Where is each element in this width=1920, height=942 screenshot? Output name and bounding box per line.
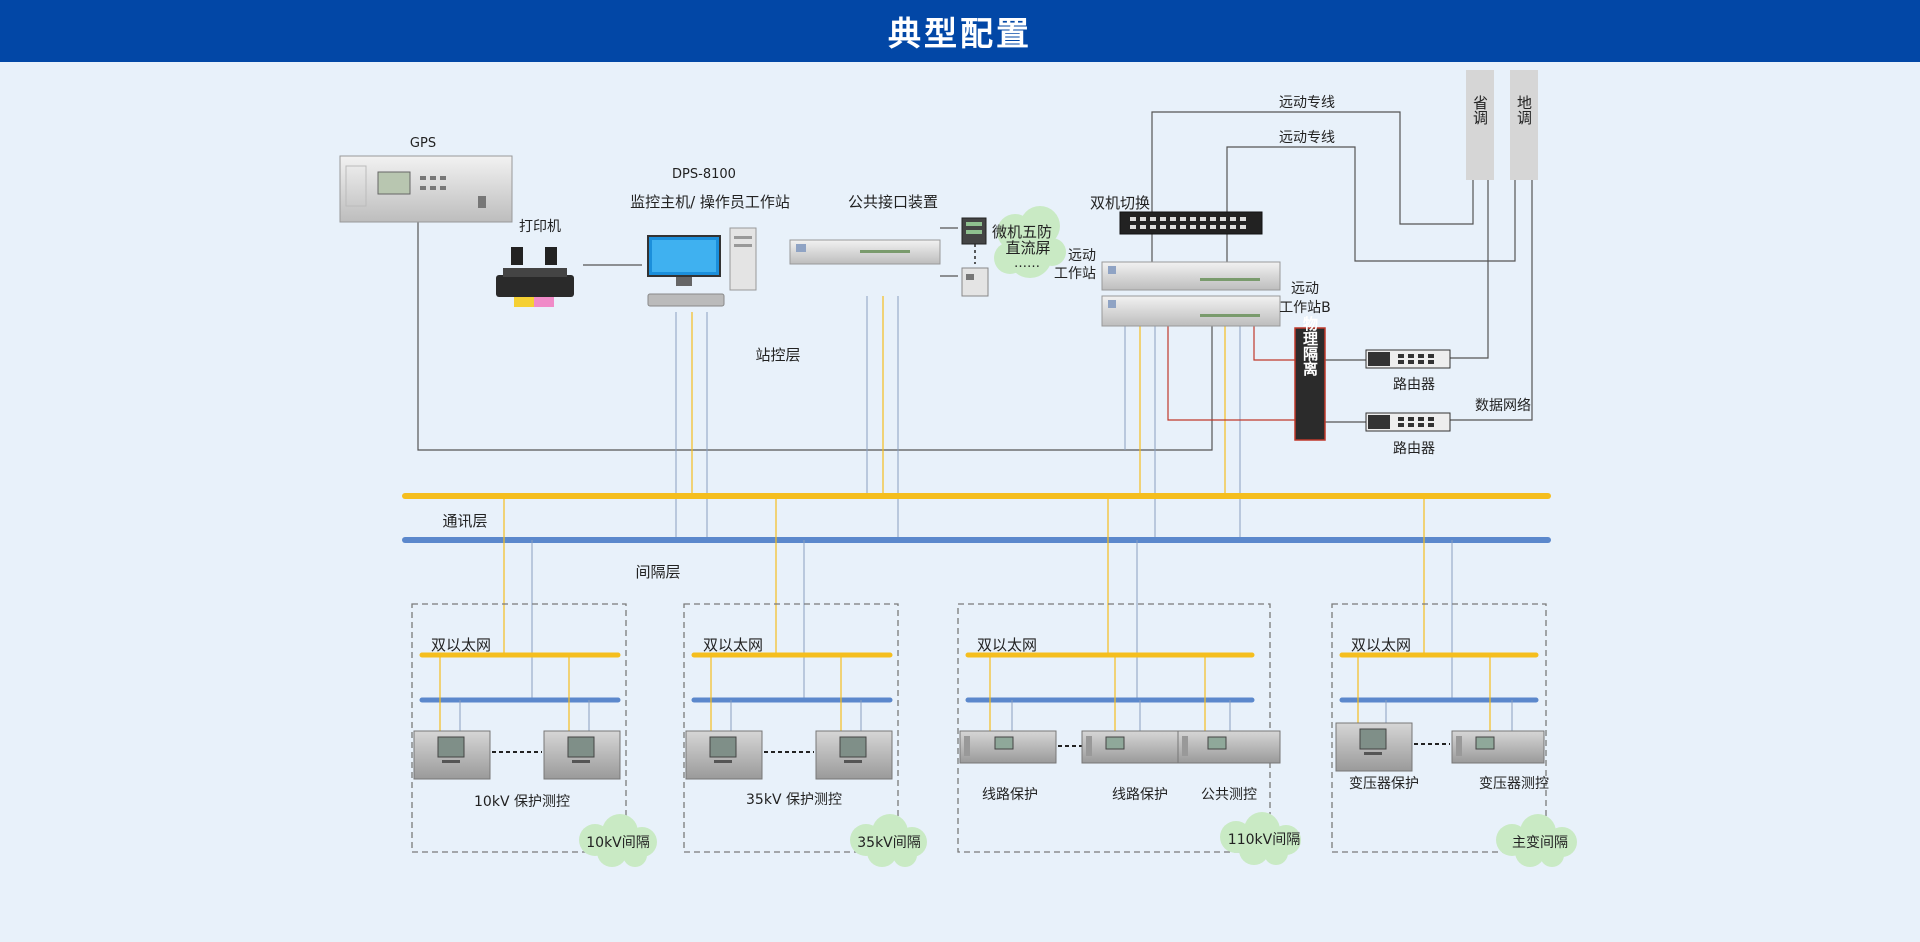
bay-110kv-device-label-1: 线路保护 <box>982 787 1038 803</box>
bay-10kv-ethernet-label: 双以太网 <box>431 636 491 654</box>
bay-main-device-label-2: 变压器测控 <box>1479 776 1549 792</box>
remote-line-1-path <box>1151 111 1474 262</box>
router-2-device <box>1365 412 1451 432</box>
public-interface-device <box>789 239 941 265</box>
bay-main-transformer: 双以太网 变压器保护 变压器测控 主变间隔 <box>1331 603 1577 867</box>
wufang-device-icon <box>961 217 987 245</box>
network-diagram: GPS 打印机 DPS-8100 监控主机/ 操作员工作站 公共接口装置 <box>339 70 1577 867</box>
router-1-label: 路由器 <box>1393 377 1435 393</box>
router-1-device <box>1365 349 1451 369</box>
bay-10kv-relay-2 <box>543 730 621 780</box>
comm-layer-label: 通讯层 <box>442 512 487 530</box>
wufang-label: 微机五防 <box>992 223 1052 241</box>
bay-35kv: 双以太网 35kV 保护测控 35kV间隔 <box>683 603 927 867</box>
physical-isolation-device: 物理隔离 <box>1294 315 1326 441</box>
page-header: 典型配置 <box>0 0 1920 62</box>
workstation-computer-icon <box>647 227 757 307</box>
bay-110kv-device-label-2: 线路保护 <box>1112 787 1168 803</box>
bay-110kv-line-protection-2 <box>1081 730 1179 764</box>
gps-link-line <box>417 222 1213 451</box>
bay-main-transformer-protection <box>1335 722 1413 772</box>
bay-110kv-cloud <box>1220 812 1301 865</box>
bay-110kv-line-protection-1 <box>959 730 1057 764</box>
regional-dispatch-label: 地调 <box>1515 95 1533 126</box>
connection-lines <box>417 111 1533 540</box>
physical-isolation-label: 物理隔离 <box>1301 315 1319 377</box>
bay-35kv-cloud-label: 35kV间隔 <box>857 835 921 851</box>
bay-main-ethernet-label: 双以太网 <box>1351 636 1411 654</box>
remote-a-label-1: 远动 <box>1068 248 1096 264</box>
bay-35kv-cloud <box>850 814 927 867</box>
provincial-dispatch-label: 省调 <box>1471 95 1489 126</box>
bay-main-device-label-1: 变压器保护 <box>1349 776 1419 792</box>
bay-35kv-relay-1 <box>685 730 763 780</box>
bay-main-transformer-measure <box>1451 730 1545 764</box>
dual-switch-label: 双机切换 <box>1090 194 1150 212</box>
bay-35kv-device-label: 35kV 保护测控 <box>746 792 842 808</box>
wufang-cloud <box>994 206 1066 278</box>
bay-35kv-relay-2 <box>815 730 893 780</box>
bay-110kv-common-measure <box>1177 730 1281 764</box>
provincial-dispatch-box: 省调 <box>1466 70 1494 180</box>
ellipsis-label: …… <box>1014 256 1040 271</box>
remote-line-1-label: 远动专线 <box>1279 95 1335 111</box>
remote-a-label-2: 工作站 <box>1054 266 1096 282</box>
bay-110kv: 双以太网 线路保护 线路保护 公共测控 <box>957 603 1301 865</box>
bay-10kv: 双以太网 10kV 保护测控 10kV间隔 <box>411 603 657 867</box>
bay-35kv-ethernet-label: 双以太网 <box>703 636 763 654</box>
bay-10kv-device-label: 10kV 保护测控 <box>474 794 570 810</box>
dc-panel-label: 直流屏 <box>1005 239 1050 257</box>
bay-110kv-cloud-label: 110kV间隔 <box>1228 832 1300 848</box>
gps-device <box>339 155 513 223</box>
dual-switch-device <box>1119 211 1263 235</box>
bay-10kv-cloud <box>579 814 657 867</box>
remote-b-label-1: 远动 <box>1291 281 1319 297</box>
remote-line-2-label: 远动专线 <box>1279 130 1335 146</box>
bay-layer-label: 间隔层 <box>635 563 680 581</box>
host-label: 监控主机/ 操作员工作站 <box>630 193 790 211</box>
remote-workstation-a-device <box>1101 261 1281 291</box>
bay-main-cloud-label: 主变间隔 <box>1512 835 1568 851</box>
bay-10kv-cloud-label: 10kV间隔 <box>586 835 650 851</box>
bay-main-cloud <box>1496 814 1577 867</box>
page-title: 典型配置 <box>888 14 1032 53</box>
bay-110kv-ethernet-label: 双以太网 <box>977 636 1037 654</box>
bay-110kv-device-label-3: 公共测控 <box>1201 787 1257 803</box>
printer-label: 打印机 <box>519 218 561 235</box>
remote-workstation-b-device <box>1101 295 1281 327</box>
router-2-label: 路由器 <box>1393 441 1435 457</box>
gps-label: GPS <box>410 136 436 151</box>
public-interface-label: 公共接口装置 <box>848 193 938 211</box>
regional-dispatch-box: 地调 <box>1510 70 1538 180</box>
remote-line-2-path <box>1226 146 1516 262</box>
remote-b-label-2: 工作站B <box>1279 300 1331 316</box>
bay-10kv-relay-1 <box>413 730 491 780</box>
data-network-label: 数据网络 <box>1475 398 1531 414</box>
bay-drop-lines <box>503 496 1453 700</box>
printer-icon <box>496 247 574 307</box>
dc-panel-device-icon <box>961 267 989 297</box>
dps-label: DPS-8100 <box>672 167 736 182</box>
station-layer-label: 站控层 <box>755 346 800 364</box>
